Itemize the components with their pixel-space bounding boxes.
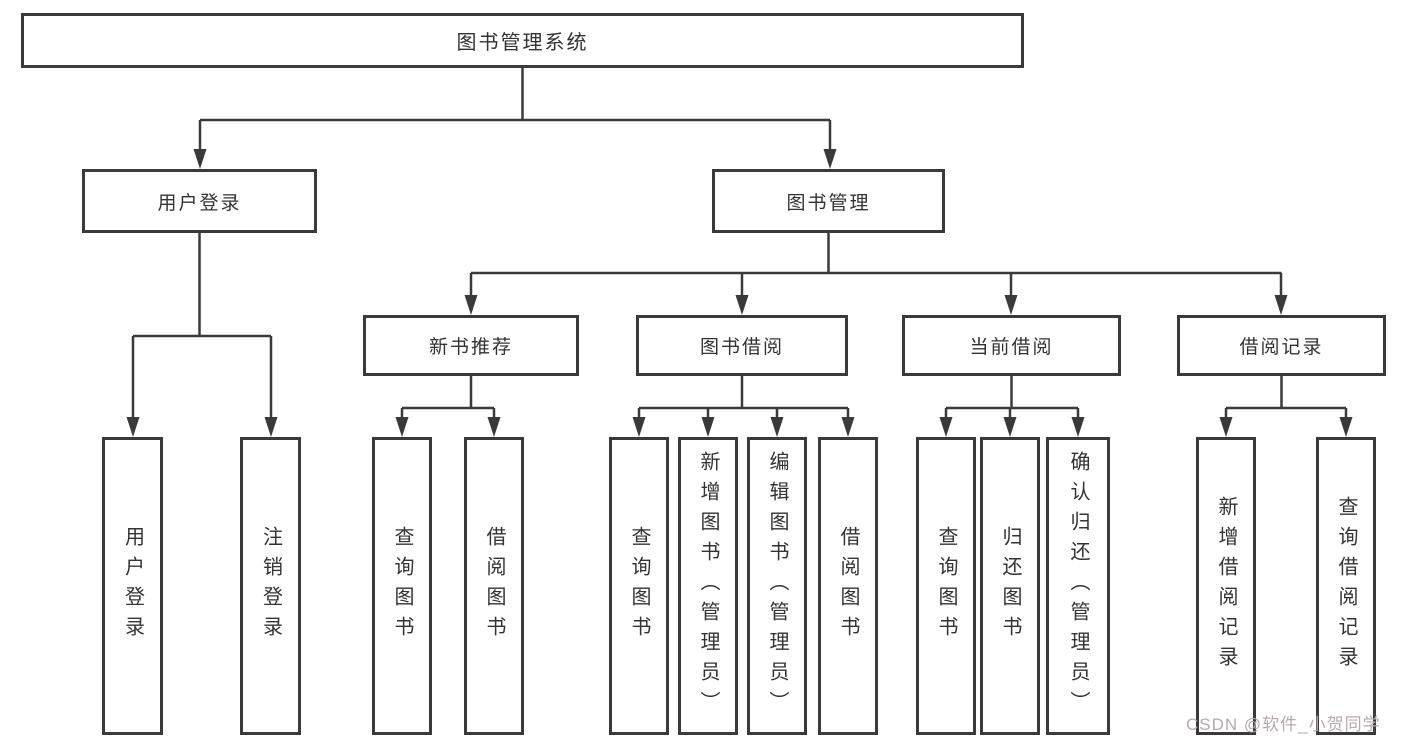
leaf-query-books-current-label: 查询图书 <box>935 526 957 646</box>
leaf-borrow-books-label: 借阅图书 <box>837 526 859 646</box>
leaf-logout-login: 注销登录 <box>240 437 301 735</box>
node-book-management-label: 图书管理 <box>786 192 871 214</box>
node-library-management-system-label: 图书管理系统 <box>456 32 589 54</box>
leaf-query-books-recommend-label: 查询图书 <box>391 526 413 646</box>
leaf-logout-login-label: 注销登录 <box>259 526 282 646</box>
leaf-query-books-borrow-label: 查询图书 <box>628 526 650 646</box>
leaf-return-books: 归还图书 <box>980 437 1040 735</box>
leaf-add-borrow-record: 新增借阅记录 <box>1196 437 1256 735</box>
node-book-borrow-label: 图书借阅 <box>699 337 784 358</box>
node-new-book-recommend-label: 新书推荐 <box>428 337 513 358</box>
leaf-query-books-borrow: 查询图书 <box>609 437 669 735</box>
leaf-edit-book-admin-label: 编辑图书（管理员） <box>766 451 788 721</box>
node-book-management: 图书管理 <box>712 169 945 233</box>
leaf-confirm-return-admin-label: 确认归还（管理员） <box>1067 451 1089 721</box>
node-book-borrow: 图书借阅 <box>636 315 848 376</box>
node-current-borrow-label: 当前借阅 <box>969 337 1054 358</box>
leaf-add-book-admin: 新增图书（管理员） <box>678 437 738 735</box>
leaf-query-borrow-record-label: 查询借阅记录 <box>1335 496 1357 676</box>
leaf-user-login-label: 用户登录 <box>121 526 144 646</box>
node-borrow-records: 借阅记录 <box>1177 315 1386 376</box>
leaf-add-borrow-record-label: 新增借阅记录 <box>1215 496 1237 676</box>
node-borrow-records-label: 借阅记录 <box>1239 337 1324 358</box>
node-library-management-system: 图书管理系统 <box>21 13 1024 68</box>
leaf-query-books-recommend: 查询图书 <box>372 437 432 735</box>
leaf-query-borrow-record: 查询借阅记录 <box>1316 437 1376 735</box>
leaf-add-book-admin-label: 新增图书（管理员） <box>697 451 719 721</box>
node-user-login-label: 用户登录 <box>157 192 242 214</box>
leaf-query-books-current: 查询图书 <box>916 437 976 735</box>
csdn-watermark: CSDN @软件_小贺同学 <box>1186 715 1381 734</box>
leaf-edit-book-admin: 编辑图书（管理员） <box>747 437 807 735</box>
leaf-return-books-label: 归还图书 <box>999 526 1021 646</box>
node-user-login: 用户登录 <box>82 169 317 233</box>
leaf-user-login: 用户登录 <box>102 437 163 735</box>
leaf-borrow-books-recommend: 借阅图书 <box>464 437 524 735</box>
leaf-borrow-books: 借阅图书 <box>818 437 878 735</box>
leaf-confirm-return-admin: 确认归还（管理员） <box>1046 437 1110 735</box>
leaf-borrow-books-recommend-label: 借阅图书 <box>483 526 505 646</box>
node-new-book-recommend: 新书推荐 <box>363 315 579 376</box>
node-current-borrow: 当前借阅 <box>902 315 1121 376</box>
